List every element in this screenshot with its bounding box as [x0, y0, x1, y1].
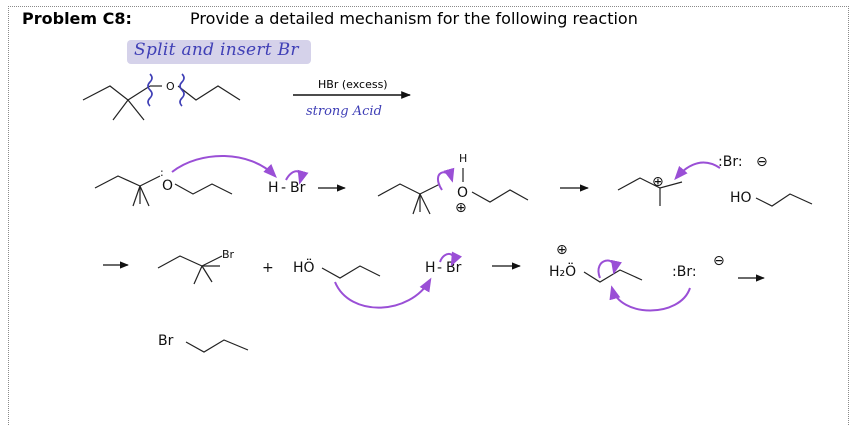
step4-hbr-dash: -	[437, 260, 442, 276]
step1-hbr-h: H	[268, 180, 279, 196]
step5-oxonium-charge: ⊕	[556, 242, 568, 258]
step5-bond-arrow	[597, 259, 622, 279]
step4-plus: +	[262, 260, 274, 276]
step5-curved-arrow	[609, 285, 691, 312]
step2-oxygen: O	[457, 185, 468, 201]
step5-bromide: :Br:	[672, 264, 697, 280]
step4-bond-arrow	[439, 251, 463, 267]
product-br: Br	[158, 333, 174, 349]
step1-lone-pairs: :	[160, 166, 164, 179]
step4-hbr-h: H	[425, 260, 436, 276]
step4-hbr-br: Br	[446, 260, 462, 276]
step4-alkyl-bromide	[157, 255, 223, 285]
step1-hbr-dash: -	[281, 180, 286, 196]
step2-charge: ⊕	[455, 200, 467, 216]
step4-alcohol: HÖ	[293, 258, 315, 276]
problem-label: Problem C8:	[22, 9, 132, 28]
step5-oxonium: H₂Ö	[549, 262, 576, 280]
reagent-note: strong Acid	[306, 104, 382, 119]
problem-instruction: Provide a detailed mechanism for the fol…	[190, 9, 638, 28]
step3-bromide: :Br:	[718, 154, 743, 170]
annotation-highlight	[127, 40, 311, 64]
step2-h: H	[459, 152, 467, 165]
step5-bromide-charge: ⊖	[713, 253, 725, 269]
product-propyl-chain	[185, 339, 249, 353]
split-squiggle-marks	[147, 73, 185, 107]
ether-oxygen: O	[166, 80, 175, 93]
step3-carbocation	[617, 177, 683, 206]
step4-curved-arrow	[334, 277, 432, 309]
step3-alcohol-chain	[755, 193, 813, 207]
step3-curved-arrow	[674, 161, 721, 181]
step3-cation-charge: ⊕	[652, 174, 664, 190]
step3-alcohol: HO	[730, 190, 752, 206]
step2-oxonium	[377, 168, 529, 215]
reactant-ether	[82, 85, 241, 121]
step1-hbr-br: Br	[290, 180, 306, 196]
step1-ether	[94, 175, 233, 207]
reagent-label: HBr (excess)	[318, 78, 388, 91]
problem-frame	[8, 6, 849, 425]
step4-product-br: Br	[222, 248, 235, 261]
annotation-note: Split and insert Br	[134, 40, 299, 60]
step2-curved-arrow	[436, 167, 455, 191]
step4-alcohol-chain	[321, 265, 381, 279]
step5-propyl-chain	[583, 269, 643, 283]
step1-curved-arrow	[171, 155, 277, 179]
step1-oxygen: O	[162, 178, 173, 194]
step3-bromide-charge: ⊖	[756, 154, 768, 170]
step1-bond-arrow	[285, 169, 309, 185]
